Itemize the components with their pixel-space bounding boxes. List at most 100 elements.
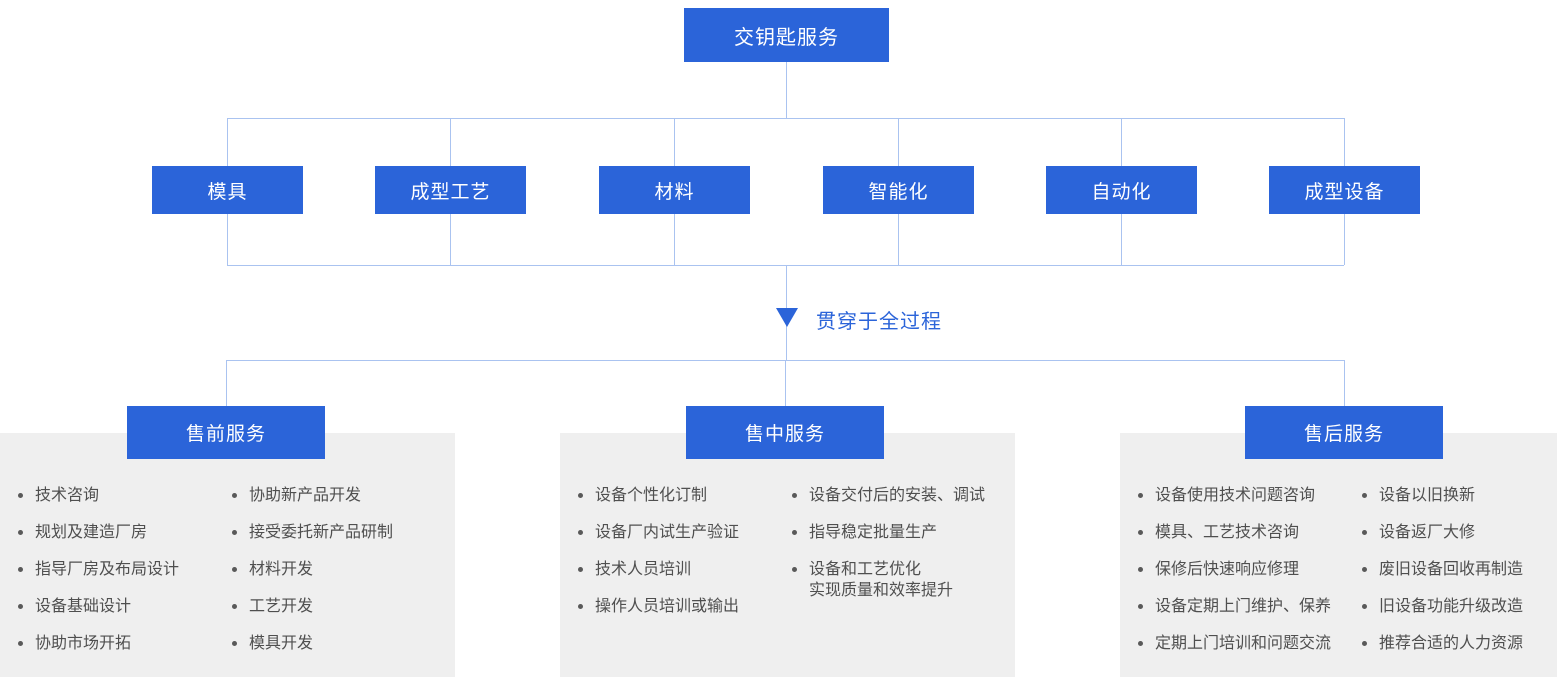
panel-header-midsale: 售中服务 <box>686 406 884 459</box>
list-item: 操作人员培训或输出 <box>578 596 792 617</box>
list-item-text: 协助新产品开发 <box>249 487 362 504</box>
connector-service-drop <box>1344 360 1345 406</box>
service-panel-midsale: 设备个性化订制 设备厂内试生产验证 技术人员培训 操作人员培训或输出 设备交付后… <box>560 433 1015 677</box>
process-note-label: 贯穿于全过程 <box>816 311 942 333</box>
list-item-text: 技术人员培训 <box>595 561 692 578</box>
list-item-text: 指导厂房及布局设计 <box>35 561 180 578</box>
bullet-icon <box>232 567 237 572</box>
bullet-icon <box>1362 530 1367 535</box>
list-item-text: 模具开发 <box>249 635 314 652</box>
connector-branch-rail-top <box>227 118 1344 119</box>
branch-node-molding-equipment: 成型设备 <box>1269 166 1420 214</box>
bullet-icon <box>232 641 237 646</box>
list-item: 规划及建造厂房 <box>18 522 232 543</box>
list-item-text: 协助市场开拓 <box>35 635 132 652</box>
bullet-icon <box>18 530 23 535</box>
bullet-icon <box>792 567 797 572</box>
bullet-icon <box>1138 530 1143 535</box>
list-item: 指导稳定批量生产 <box>792 522 1009 543</box>
connector-branch-riser <box>1121 214 1122 265</box>
bullet-icon <box>18 567 23 572</box>
branch-node-label: 成型设备 <box>1304 181 1385 203</box>
list-item-text: 指导稳定批量生产 <box>809 524 938 541</box>
down-arrow-icon <box>776 308 798 327</box>
list-item: 模具开发 <box>232 633 449 654</box>
list-item-text: 模具、工艺技术咨询 <box>1155 524 1300 541</box>
connector-root-drop <box>786 62 787 118</box>
list-item: 模具、工艺技术咨询 <box>1138 522 1362 543</box>
bullet-icon <box>232 493 237 498</box>
bullet-icon <box>792 530 797 535</box>
bullet-icon <box>578 567 583 572</box>
connector-branch-drop <box>674 118 675 166</box>
bullet-icon <box>1138 567 1143 572</box>
list-item: 推荐合适的人力资源 <box>1362 633 1551 654</box>
list-item-text: 设备定期上门维护、保养 <box>1155 598 1332 615</box>
bullet-icon <box>1138 493 1143 498</box>
panel-header-presale: 售前服务 <box>127 406 325 459</box>
list-item: 设备定期上门维护、保养 <box>1138 596 1362 617</box>
list-item: 设备使用技术问题咨询 <box>1138 485 1362 506</box>
list-item-text: 废旧设备回收再制造 <box>1379 561 1524 578</box>
list-item: 接受委托新产品研制 <box>232 522 449 543</box>
bullet-icon <box>1362 641 1367 646</box>
panel-header-aftersale: 售后服务 <box>1245 406 1443 459</box>
list-item-text: 设备使用技术问题咨询 <box>1155 487 1316 504</box>
root-node-turnkey-service: 交钥匙服务 <box>684 8 889 62</box>
branch-node-material: 材料 <box>599 166 750 214</box>
branch-node-label: 材料 <box>654 181 695 203</box>
list-item: 材料开发 <box>232 559 449 580</box>
bullet-icon <box>18 641 23 646</box>
connector-branch-rail-bottom <box>227 265 1344 266</box>
list-item: 旧设备功能升级改造 <box>1362 596 1551 617</box>
list-item-text: 定期上门培训和问题交流 <box>1155 635 1332 652</box>
bullet-icon <box>1138 641 1143 646</box>
bullet-icon <box>18 604 23 609</box>
list-item: 设备返厂大修 <box>1362 522 1551 543</box>
panel-title: 售中服务 <box>744 424 825 445</box>
connector-branch-riser <box>1344 214 1345 265</box>
branch-node-label: 模具 <box>207 181 248 203</box>
bullet-icon <box>792 493 797 498</box>
list-item-text: 设备厂内试生产验证 <box>595 524 740 541</box>
bullet-icon <box>578 604 583 609</box>
list-item: 技术人员培训 <box>578 559 792 580</box>
list-item: 设备基础设计 <box>18 596 232 617</box>
branch-node-molding-process: 成型工艺 <box>375 166 526 214</box>
list-item-text: 工艺开发 <box>249 598 314 615</box>
bullet-icon <box>1138 604 1143 609</box>
bullet-icon <box>578 530 583 535</box>
list-item-text: 设备基础设计 <box>35 598 132 615</box>
list-item: 协助新产品开发 <box>232 485 449 506</box>
connector-branch-drop <box>1121 118 1122 166</box>
service-panel-presale: 技术咨询 规划及建造厂房 指导厂房及布局设计 设备基础设计 协助市场开拓 协助新… <box>0 433 455 677</box>
list-item-text: 设备个性化订制 <box>595 487 708 504</box>
bullet-icon <box>1362 493 1367 498</box>
panel-title: 售前服务 <box>185 424 266 445</box>
branch-node-label: 自动化 <box>1091 181 1152 203</box>
list-item-text: 设备交付后的安装、调试 <box>809 487 986 504</box>
list-item-text: 设备和工艺优化 实现质量和效率提升 <box>809 561 954 599</box>
branch-node-mold: 模具 <box>152 166 303 214</box>
list-item: 定期上门培训和问题交流 <box>1138 633 1362 654</box>
list-item: 设备以旧换新 <box>1362 485 1551 506</box>
list-item-text: 旧设备功能升级改造 <box>1379 598 1524 615</box>
connector-branch-riser <box>450 214 451 265</box>
connector-branch-drop <box>1344 118 1345 166</box>
list-item-text: 接受委托新产品研制 <box>249 524 394 541</box>
list-item: 保修后快速响应修理 <box>1138 559 1362 580</box>
bullet-icon <box>18 493 23 498</box>
bullet-icon <box>232 530 237 535</box>
connector-branch-drop <box>450 118 451 166</box>
service-panel-aftersale: 设备使用技术问题咨询 模具、工艺技术咨询 保修后快速响应修理 设备定期上门维护、… <box>1120 433 1557 677</box>
bullet-icon <box>1362 604 1367 609</box>
list-item-text: 材料开发 <box>249 561 314 578</box>
connector-branch-riser <box>898 214 899 265</box>
connector-branch-drop <box>898 118 899 166</box>
list-item: 指导厂房及布局设计 <box>18 559 232 580</box>
bullet-icon <box>1362 567 1367 572</box>
branch-node-intelligence: 智能化 <box>823 166 974 214</box>
list-item-text: 规划及建造厂房 <box>35 524 148 541</box>
list-item: 设备和工艺优化 实现质量和效率提升 <box>792 559 1009 601</box>
